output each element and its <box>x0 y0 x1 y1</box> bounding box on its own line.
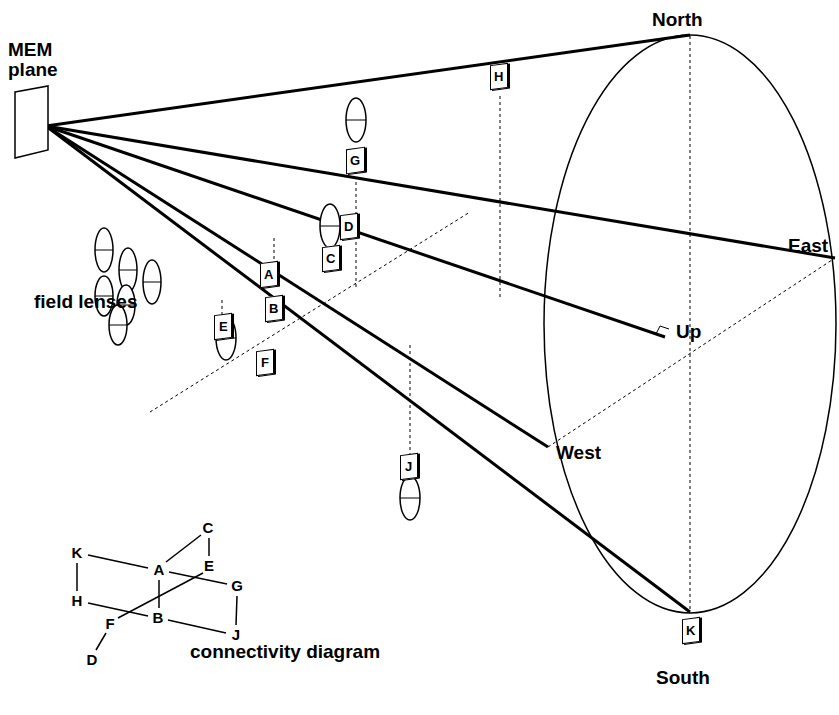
graph-letter: B <box>153 610 164 626</box>
mirror-plate: F <box>256 349 274 377</box>
mirror-plate: J <box>400 453 418 481</box>
plate-letter: B <box>269 301 278 316</box>
direction-label: West <box>556 443 601 463</box>
plate-letter: H <box>494 69 503 84</box>
plate-letter: G <box>350 153 360 168</box>
plate-letter: A <box>264 267 273 282</box>
mirror-plate: C <box>322 245 340 273</box>
plate-letter: K <box>686 623 695 638</box>
direction-label: East <box>788 236 828 256</box>
graph-letter: J <box>232 627 240 643</box>
plate-letter: E <box>219 319 228 334</box>
graph-letter: K <box>72 545 83 561</box>
graph-letter: G <box>231 578 243 594</box>
mirror-plate: H <box>490 63 508 91</box>
graph-letter: A <box>154 562 165 578</box>
direction-label: Up <box>676 322 701 342</box>
graph-letter: D <box>87 652 98 668</box>
plane-label: MEM plane <box>8 40 60 80</box>
graph-letter: H <box>72 593 83 609</box>
graph-letter: E <box>204 558 214 574</box>
graph-letter: C <box>203 520 214 536</box>
mirror-plate: B <box>265 295 283 323</box>
mirror-plate: G <box>346 147 365 175</box>
mirror-plate: D <box>340 213 358 241</box>
plate-letter: D <box>344 219 353 234</box>
mirror-plate: K <box>682 617 700 645</box>
plate-letter: C <box>326 251 335 266</box>
mirror-plate: A <box>260 261 278 289</box>
direction-label: South <box>656 668 710 688</box>
mirror-plate: E <box>214 313 232 341</box>
caption-label: connectivity diagram <box>190 642 380 662</box>
direction-label: North <box>652 10 703 30</box>
plate-letter: J <box>405 459 412 474</box>
plate-letter: F <box>261 355 269 370</box>
part-label: field lenses <box>34 292 138 312</box>
graph-letter: F <box>105 616 114 632</box>
